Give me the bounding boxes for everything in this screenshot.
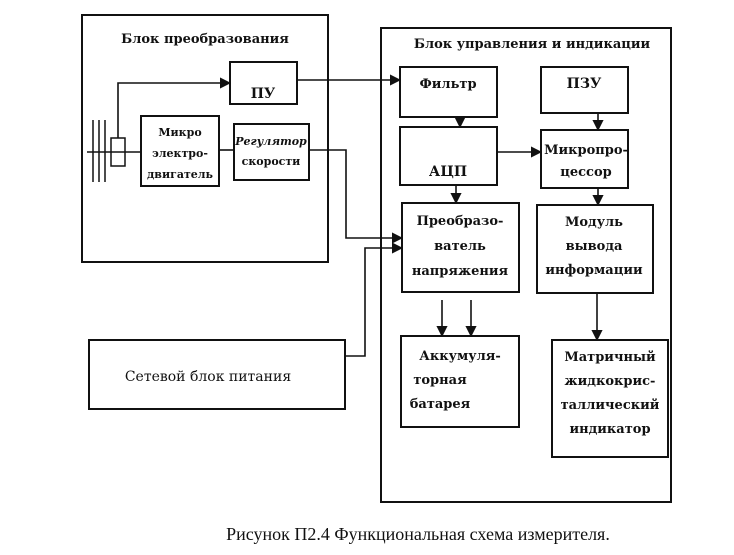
lcd-indicator-label-line4: индикатор: [569, 422, 650, 437]
control-block: Блок управления и индикации: [380, 27, 672, 503]
lcd-indicator-label-line1: Матричный: [564, 350, 656, 365]
conversion-block-title: Блок преобразования: [121, 32, 289, 47]
output-module-label-line3: информации: [545, 263, 643, 278]
power-supply-box: Сетевой блок питания: [88, 339, 346, 410]
speed-regulator-label-line2: скорости: [242, 155, 301, 168]
microprocessor-label-line1: Микропро-: [544, 143, 628, 158]
voltage-converter-box: Преобразо- ватель напряжения: [401, 202, 520, 293]
adc-box: АЦП: [399, 126, 498, 186]
motor-label-line3: двигатель: [147, 168, 214, 181]
battery-box: Аккумуля- торная батарея: [400, 335, 520, 428]
power-supply-label: Сетевой блок питания: [125, 369, 291, 385]
voltage-converter-label-line3: напряжения: [412, 264, 509, 279]
figure-caption: Рисунок П2.4 Функциональная схема измери…: [226, 524, 610, 544]
battery-label-line1: Аккумуля-: [419, 349, 500, 364]
voltage-converter-label-line2: ватель: [434, 239, 486, 254]
speed-regulator-label-line1: Регулятор: [234, 135, 307, 148]
power-to-converter-arrow: [345, 242, 404, 357]
sensor-to-pu-arrow: [117, 77, 232, 138]
lcd-indicator-label-line3: таллический: [561, 398, 660, 413]
pu-box: ПУ: [229, 61, 298, 105]
lcd-indicator-box: Матричный жидкокрис- таллический индикат…: [551, 339, 669, 458]
pzu-label: ПЗУ: [567, 76, 602, 92]
motor-label-line1: Микро: [158, 126, 201, 139]
adc-label: АЦП: [429, 164, 467, 180]
conversion-block: Блок преобразования: [81, 14, 329, 263]
pu-label: ПУ: [251, 86, 276, 102]
pzu-box: ПЗУ: [540, 66, 629, 114]
speed-regulator-box: Регулятор скорости: [233, 123, 310, 181]
filter-label: Фильтр: [419, 77, 476, 92]
voltage-converter-label-line1: Преобразо-: [417, 214, 504, 229]
control-block-title: Блок управления и индикации: [414, 37, 651, 52]
battery-label-line3: батарея: [410, 397, 471, 412]
regulator-to-converter-arrow: [309, 149, 404, 244]
output-module-label-line2: вывода: [566, 239, 623, 254]
motor-box: Микро электро- двигатель: [140, 115, 220, 187]
lcd-indicator-label-line2: жидкокрис-: [565, 374, 656, 389]
output-module-box: Модуль вывода информации: [536, 204, 654, 294]
motor-label-line2: электро-: [152, 147, 208, 160]
microprocessor-label-line2: цессор: [560, 165, 611, 180]
output-module-label-line1: Модуль: [565, 215, 623, 230]
sensor-shaft-icon: [87, 120, 141, 182]
microprocessor-box: Микропро- цессор: [540, 129, 629, 189]
filter-box: Фильтр: [399, 66, 498, 118]
battery-label-line2: торная: [413, 373, 467, 388]
